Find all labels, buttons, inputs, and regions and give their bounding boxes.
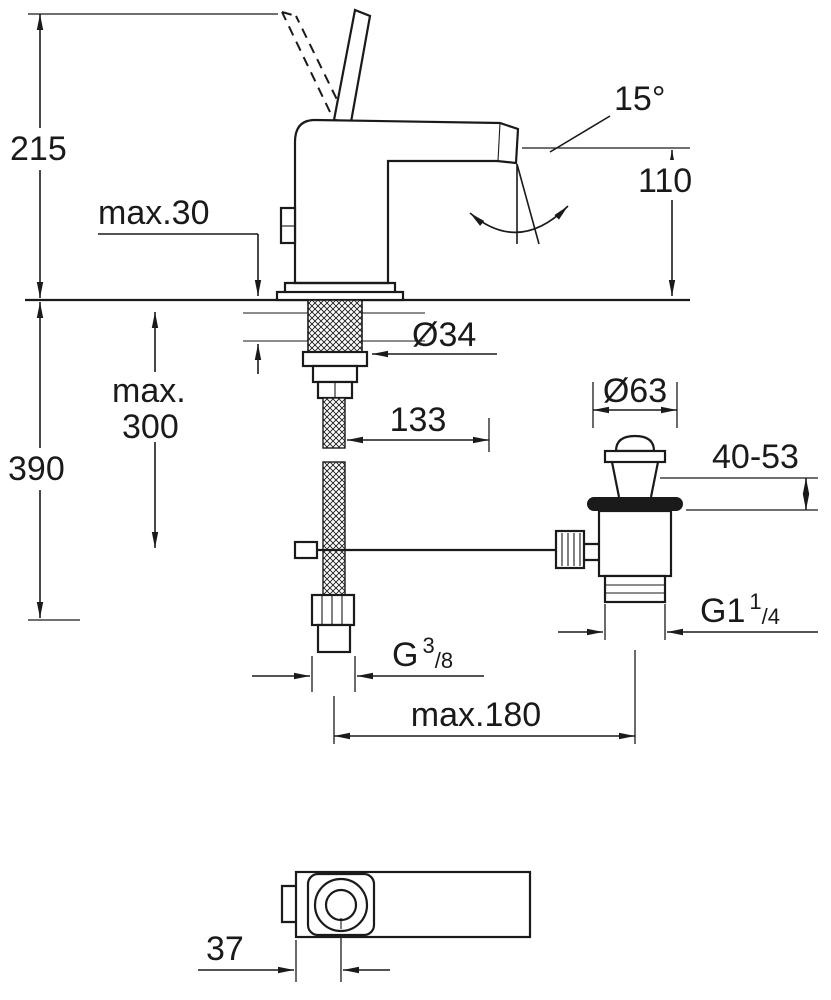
bottom-view-cartridge <box>306 872 376 937</box>
ext-lines-d63 <box>592 382 678 428</box>
waste-seal-ring <box>587 497 683 511</box>
bottom-view-bracket <box>280 884 296 924</box>
faucet-base <box>283 281 397 292</box>
bottom-view <box>280 870 532 939</box>
base-flange <box>275 290 405 302</box>
rod-knob-knurl <box>561 533 581 566</box>
handle-alt-position-dashed <box>281 11 345 115</box>
ext-lines-g38 <box>311 656 356 692</box>
threaded-shank <box>307 299 363 353</box>
dim-label-133: 133 <box>390 401 447 439</box>
label-bg <box>4 128 78 170</box>
waste-neck <box>610 461 660 498</box>
dim-hole-diameter: Ø34 <box>372 316 497 358</box>
dim-total-height: 215 <box>4 13 278 298</box>
dim-label-110: 110 <box>638 162 692 200</box>
dim-label-390: 390 <box>8 450 65 488</box>
dim-handle-offset: 37 <box>198 930 390 982</box>
ext-lines-4053 <box>660 477 818 511</box>
dim-waste-flange: Ø63 <box>592 372 678 428</box>
faucet-body-spout <box>293 118 520 285</box>
dim-spout-reach: 133 <box>347 401 490 452</box>
waste-flange <box>603 449 667 464</box>
waste-body <box>597 509 673 578</box>
dim-clamping-range: 40-53 <box>660 438 818 511</box>
braided-hose-upper <box>322 397 346 449</box>
hose-nut-knurl <box>321 595 343 625</box>
waste-tail-thread <box>603 574 667 604</box>
dim-label-300: 300 <box>122 408 179 446</box>
g114-sup: 1 <box>749 589 761 614</box>
dim-spray-angle: 15° <box>614 80 665 118</box>
drain-assembly <box>587 434 683 604</box>
ext-lines-g114 <box>604 604 666 640</box>
under-deck-assembly <box>301 299 369 654</box>
bottom-view-body <box>294 870 532 939</box>
g114-frac: /4 <box>762 604 780 629</box>
angle-leader-line <box>549 115 611 153</box>
bottom-view-handle-outer <box>313 877 369 933</box>
dim-label-15deg: 15° <box>614 80 665 118</box>
label-bg <box>634 160 710 200</box>
label-bg <box>4 448 78 490</box>
dim-label-d63: Ø63 <box>603 372 667 410</box>
water-stream-lines <box>516 163 540 245</box>
dim-label-max: max. <box>112 372 186 410</box>
aerator-line <box>497 122 501 162</box>
g38-frac: /8 <box>435 648 453 673</box>
rod-knob-stub <box>584 542 599 562</box>
mounting-nut <box>301 350 369 368</box>
g114-base: G1 <box>700 592 745 630</box>
dim-label-37: 37 <box>206 930 244 968</box>
rod-end-cap <box>293 540 319 560</box>
waste-thread-lines <box>605 584 665 594</box>
dim-hose-length: max. 300 <box>106 312 210 548</box>
pop-up-rod <box>293 529 599 570</box>
dim-label-215: 215 <box>10 130 67 168</box>
braided-hose-lower <box>322 461 346 596</box>
hose-nut <box>310 593 356 627</box>
g38-sup: 3 <box>422 633 434 658</box>
ext-lines-37 <box>295 937 342 982</box>
dim-label-max30: max.30 <box>98 194 210 232</box>
waste-plug-dome <box>614 434 656 453</box>
shank-step <box>311 364 359 384</box>
faucet-side-view <box>275 8 611 302</box>
g38-base: G <box>392 636 418 674</box>
rod-knob <box>554 529 586 570</box>
dim-label-max180: max.180 <box>411 696 541 734</box>
dim-deck-thickness: max.30 <box>98 194 262 374</box>
dim-below-deck-depth: 390 <box>4 302 80 621</box>
handle-lever <box>332 8 372 124</box>
dim-rod-distance: max.180 <box>333 650 636 744</box>
dim-label-4053: 40-53 <box>712 438 799 476</box>
dim-spout-height: 110 <box>522 147 710 296</box>
label-bg <box>106 372 210 442</box>
dim-label-d34: Ø34 <box>412 316 476 354</box>
angle-arc <box>469 205 569 234</box>
hose-thread-end <box>316 623 352 654</box>
